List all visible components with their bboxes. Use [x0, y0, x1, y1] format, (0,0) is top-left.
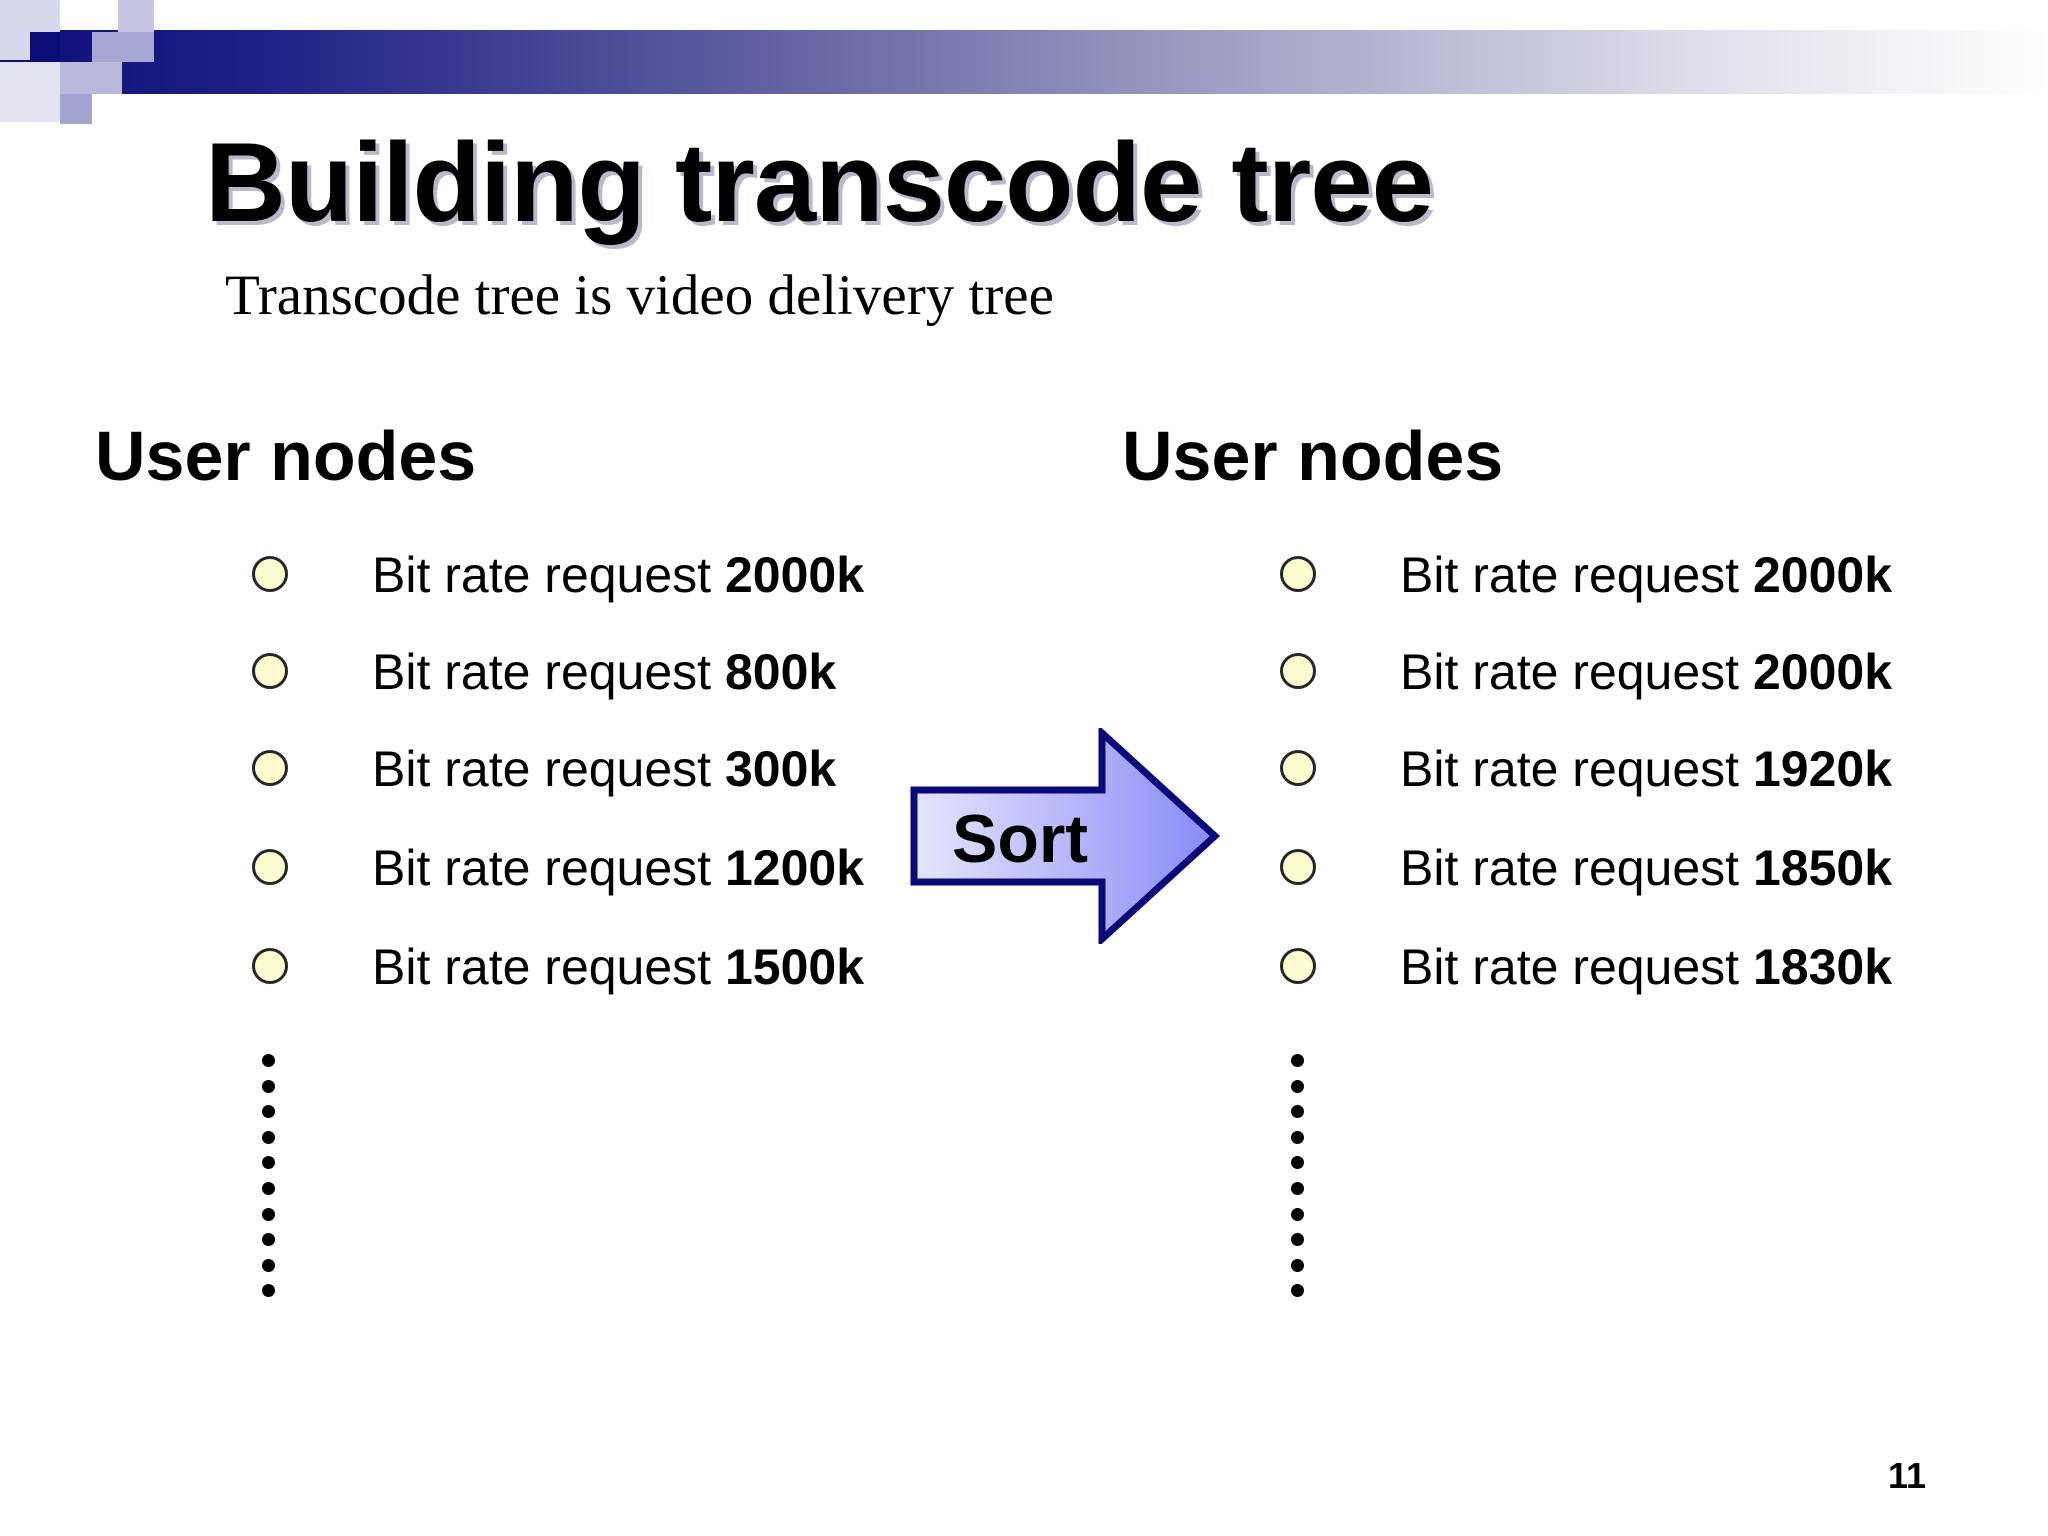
sort-label: Sort: [952, 801, 1088, 877]
user-node-icon: [1280, 948, 1316, 984]
bit-rate-value: 1500k: [724, 939, 865, 995]
logo-square-dark: [30, 32, 60, 62]
user-node-icon: [1280, 849, 1316, 885]
bit-rate-label: Bit rate request 1850k: [1400, 833, 1892, 903]
bit-rate-prefix: Bit rate request: [1400, 741, 1753, 797]
sort-arrow-icon: [910, 728, 1220, 944]
logo-square-light: [60, 62, 122, 94]
page-number: 11: [1888, 1455, 1927, 1496]
bit-rate-value: 800k: [724, 644, 837, 700]
bit-rate-label: Bit rate request 2000k: [372, 540, 864, 610]
bit-rate-label: Bit rate request 2000k: [1400, 540, 1892, 610]
bit-rate-label: Bit rate request 800k: [372, 637, 836, 707]
slide-subtitle: Transcode tree is video delivery tree: [225, 264, 1054, 327]
bit-rate-value: 2000k: [724, 547, 865, 603]
bit-rate-label: Bit rate request 1830k: [1400, 932, 1892, 1002]
bit-rate-label: Bit rate request 300k: [372, 734, 836, 804]
bit-rate-prefix: Bit rate request: [1400, 840, 1753, 896]
user-node-icon: [252, 556, 288, 592]
bit-rate-value: 2000k: [1752, 644, 1893, 700]
logo-square-mid: [60, 94, 92, 124]
left-column-heading: User nodes: [95, 417, 477, 495]
bit-rate-prefix: Bit rate request: [1400, 644, 1753, 700]
bit-rate-prefix: Bit rate request: [372, 741, 725, 797]
logo-square-mid: [118, 0, 154, 36]
bit-rate-prefix: Bit rate request: [1400, 939, 1753, 995]
header-banner: [0, 30, 2048, 94]
continuation-dots: [262, 1054, 276, 1310]
user-node-icon: [1280, 653, 1316, 689]
logo-square-mid: [92, 32, 154, 62]
user-node-icon: [252, 750, 288, 786]
bit-rate-label: Bit rate request 1200k: [372, 833, 864, 903]
bit-rate-prefix: Bit rate request: [372, 547, 725, 603]
bit-rate-value: 1200k: [724, 840, 865, 896]
bit-rate-value: 1830k: [1752, 939, 1893, 995]
slide-title: Building transcode tree: [205, 120, 1434, 245]
bit-rate-label: Bit rate request 1500k: [372, 932, 864, 1002]
bit-rate-prefix: Bit rate request: [372, 840, 725, 896]
bit-rate-prefix: Bit rate request: [1400, 547, 1753, 603]
user-node-icon: [252, 653, 288, 689]
logo-square-light: [0, 62, 60, 122]
user-node-icon: [1280, 750, 1316, 786]
user-node-icon: [1280, 556, 1316, 592]
bit-rate-value: 300k: [724, 741, 837, 797]
right-column-heading: User nodes: [1122, 417, 1504, 495]
continuation-dots: [1291, 1054, 1305, 1310]
bit-rate-label: Bit rate request 1920k: [1400, 734, 1892, 804]
bit-rate-label: Bit rate request 2000k: [1400, 637, 1892, 707]
bit-rate-prefix: Bit rate request: [372, 644, 725, 700]
user-node-icon: [252, 849, 288, 885]
bit-rate-prefix: Bit rate request: [372, 939, 725, 995]
bit-rate-value: 1850k: [1752, 840, 1893, 896]
bit-rate-value: 1920k: [1752, 741, 1893, 797]
bit-rate-value: 2000k: [1752, 547, 1893, 603]
user-node-icon: [252, 948, 288, 984]
